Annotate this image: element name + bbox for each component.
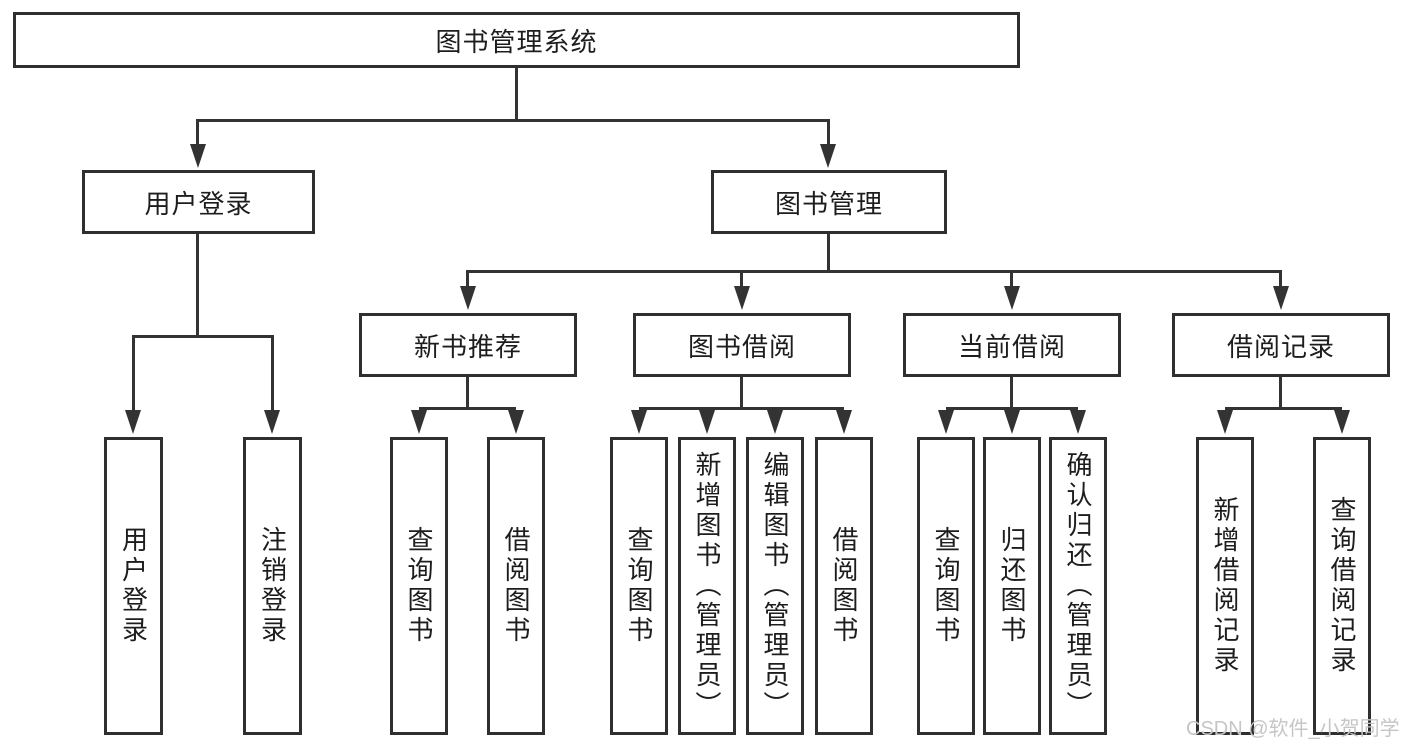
node-book-borrowing: 图书借阅 xyxy=(633,313,851,377)
node-label: 新增图书（管理员） xyxy=(692,451,722,721)
node-leaf-add-book-admin: 新增图书（管理员） xyxy=(678,437,736,735)
connector-line xyxy=(827,234,830,272)
arrowhead-icon xyxy=(460,286,476,310)
node-label: 用户登录 xyxy=(118,526,149,646)
arrowhead-icon xyxy=(125,410,141,434)
connector-line xyxy=(468,270,1282,273)
arrowhead-icon xyxy=(190,144,206,168)
node-label: 注销登录 xyxy=(257,526,288,646)
node-leaf-edit-book-admin: 编辑图书（管理员） xyxy=(746,437,804,735)
connector-line xyxy=(197,119,830,122)
node-leaf-confirm-return-admin: 确认归还（管理员） xyxy=(1049,437,1107,735)
node-label: 借阅记录 xyxy=(1226,331,1335,362)
node-current-borrowing: 当前借阅 xyxy=(903,313,1121,377)
connector-line xyxy=(1010,377,1013,409)
arrowhead-icon xyxy=(1070,410,1086,434)
connector-line xyxy=(1225,407,1342,410)
arrowhead-icon xyxy=(1273,286,1289,310)
node-leaf-add-borrow-record: 新增借阅记录 xyxy=(1196,437,1254,735)
connector-line xyxy=(1010,270,1013,287)
node-new-book-recommendation: 新书推荐 xyxy=(359,313,577,377)
node-label: 查询图书 xyxy=(624,526,654,646)
connector-line xyxy=(515,68,518,121)
node-label: 当前借阅 xyxy=(957,331,1066,362)
node-label: 查询借阅记录 xyxy=(1327,496,1357,676)
node-label: 归还图书 xyxy=(997,526,1027,646)
connector-line xyxy=(196,234,199,338)
node-label: 新书推荐 xyxy=(413,331,522,362)
node-borrowing-records: 借阅记录 xyxy=(1172,313,1390,377)
node-leaf-borrow-books-recommend: 借阅图书 xyxy=(487,437,545,735)
connector-line xyxy=(466,377,469,409)
node-leaf-query-books-borrowing: 查询图书 xyxy=(610,437,668,735)
connector-line xyxy=(740,270,743,287)
node-label: 用户登录 xyxy=(144,188,253,219)
node-label: 新增借阅记录 xyxy=(1210,496,1240,676)
node-label: 借阅图书 xyxy=(501,526,531,646)
connector-line xyxy=(827,119,830,145)
connector-line xyxy=(1279,377,1282,409)
arrowhead-icon xyxy=(938,410,954,434)
connector-line xyxy=(740,377,743,409)
node-label: 查询图书 xyxy=(404,526,434,646)
node-label: 查询图书 xyxy=(931,526,961,646)
connector-line xyxy=(271,335,274,411)
arrowhead-icon xyxy=(767,410,783,434)
connector-line xyxy=(132,335,274,338)
arrowhead-icon xyxy=(820,144,836,168)
connector-line xyxy=(132,335,135,411)
arrowhead-icon xyxy=(631,410,647,434)
arrowhead-icon xyxy=(836,410,852,434)
connector-line xyxy=(196,119,199,145)
arrowhead-icon xyxy=(699,410,715,434)
node-leaf-query-books-recommend: 查询图书 xyxy=(390,437,448,735)
node-leaf-user-login: 用户登录 xyxy=(104,437,163,735)
arrowhead-icon xyxy=(1217,410,1233,434)
arrowhead-icon xyxy=(1004,286,1020,310)
arrowhead-icon xyxy=(411,410,427,434)
arrowhead-icon xyxy=(734,286,750,310)
node-label: 图书管理 xyxy=(774,188,883,219)
arrowhead-icon xyxy=(1004,410,1020,434)
node-library-management-system: 图书管理系统 xyxy=(13,12,1020,68)
node-user-login: 用户登录 xyxy=(82,170,315,234)
arrowhead-icon xyxy=(508,410,524,434)
node-leaf-query-books-current: 查询图书 xyxy=(917,437,975,735)
connector-line xyxy=(419,407,516,410)
node-label: 借阅图书 xyxy=(829,526,859,646)
node-book-management: 图书管理 xyxy=(711,170,947,234)
csdn-watermark: CSDN @软件_小贺同学 xyxy=(1186,718,1400,740)
node-label: 图书管理系统 xyxy=(435,26,598,57)
connector-line xyxy=(1279,270,1282,287)
connector-line xyxy=(466,270,469,287)
node-leaf-query-borrow-record: 查询借阅记录 xyxy=(1313,437,1371,735)
arrowhead-icon xyxy=(264,410,280,434)
node-leaf-return-books: 归还图书 xyxy=(983,437,1041,735)
node-leaf-logout: 注销登录 xyxy=(243,437,302,735)
connector-line xyxy=(946,407,1078,410)
node-leaf-borrow-books: 借阅图书 xyxy=(815,437,873,735)
node-label: 图书借阅 xyxy=(687,331,796,362)
node-label: 编辑图书（管理员） xyxy=(760,451,790,721)
arrowhead-icon xyxy=(1334,410,1350,434)
node-label: 确认归还（管理员） xyxy=(1063,451,1093,721)
connector-line xyxy=(639,407,844,410)
